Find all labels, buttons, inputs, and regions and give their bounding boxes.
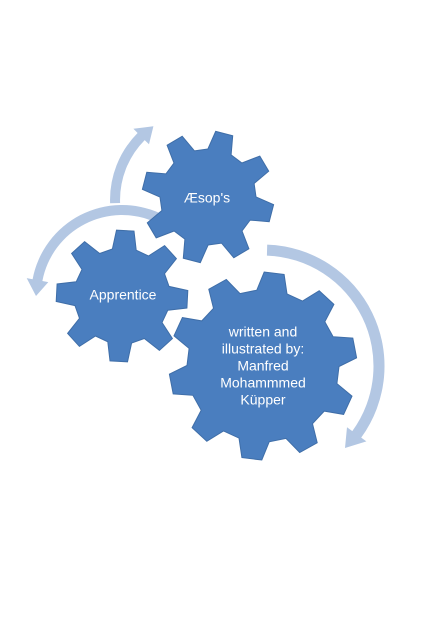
gear-top: Æsop's (141, 130, 275, 264)
gear-big-line-4: Mohammmed (220, 375, 306, 391)
cycle-arrows (26, 126, 385, 448)
gear-top-label: Æsop's (184, 190, 230, 206)
gear-big-line-5: Küpper (240, 392, 285, 408)
gear-big: written and illustrated by: Manfred Moha… (168, 271, 358, 461)
gear-shape-left (55, 229, 189, 363)
gear-shape-big (168, 271, 358, 461)
curved-arrow-left (26, 204, 161, 296)
curved-arrow-top (110, 126, 154, 204)
gear-big-line-1: written and (228, 324, 297, 340)
gear-big-line-2: illustrated by: (222, 341, 304, 357)
gear-big-line-3: Manfred (237, 358, 288, 374)
gear-shape-top (141, 130, 275, 264)
curved-arrow-right (266, 244, 385, 448)
gear-left-label: Apprentice (90, 287, 157, 303)
gear-left: Apprentice (55, 229, 189, 363)
